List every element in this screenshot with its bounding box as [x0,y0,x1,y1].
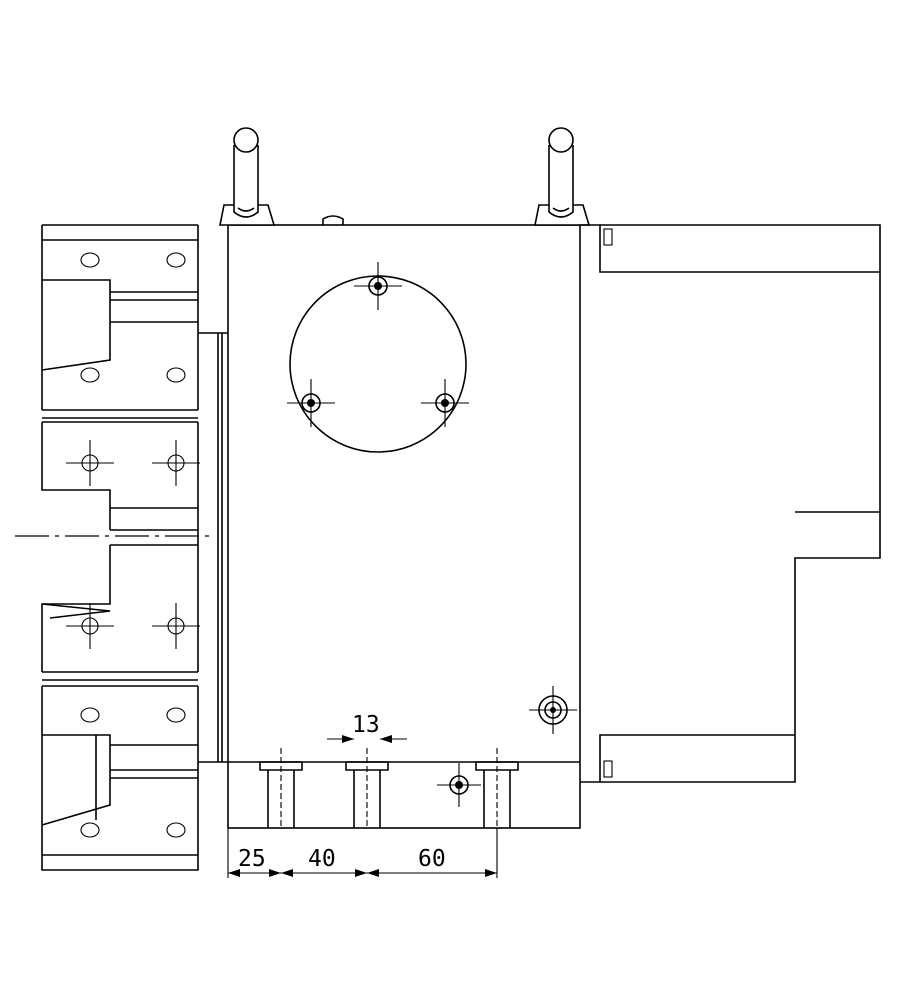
bolt-hole [66,440,200,649]
dimension-13: 13 [327,712,407,743]
bottom-bolt [259,748,303,828]
lifting-handle [219,127,276,226]
dimension-label: 40 [308,846,336,872]
bolt-hole [437,763,481,807]
dimension-label: 25 [238,846,266,872]
bolt-hole [287,379,335,427]
slot-hole [80,252,186,838]
right-bracket [580,224,881,783]
main-body [227,215,581,829]
left-clamp-assembly [41,224,228,871]
lifting-handle [534,127,591,226]
bolt-hole [421,379,469,427]
bolt-hole [354,262,402,310]
dimension-label: 13 [352,712,380,738]
bottom-bolt [475,748,519,828]
bottom-dimension-chain: 25 40 60 [227,828,498,878]
dimension-label: 60 [418,846,446,872]
bore-circle [287,262,469,453]
locating-hole [529,686,577,734]
bottom-bolt [345,748,389,828]
